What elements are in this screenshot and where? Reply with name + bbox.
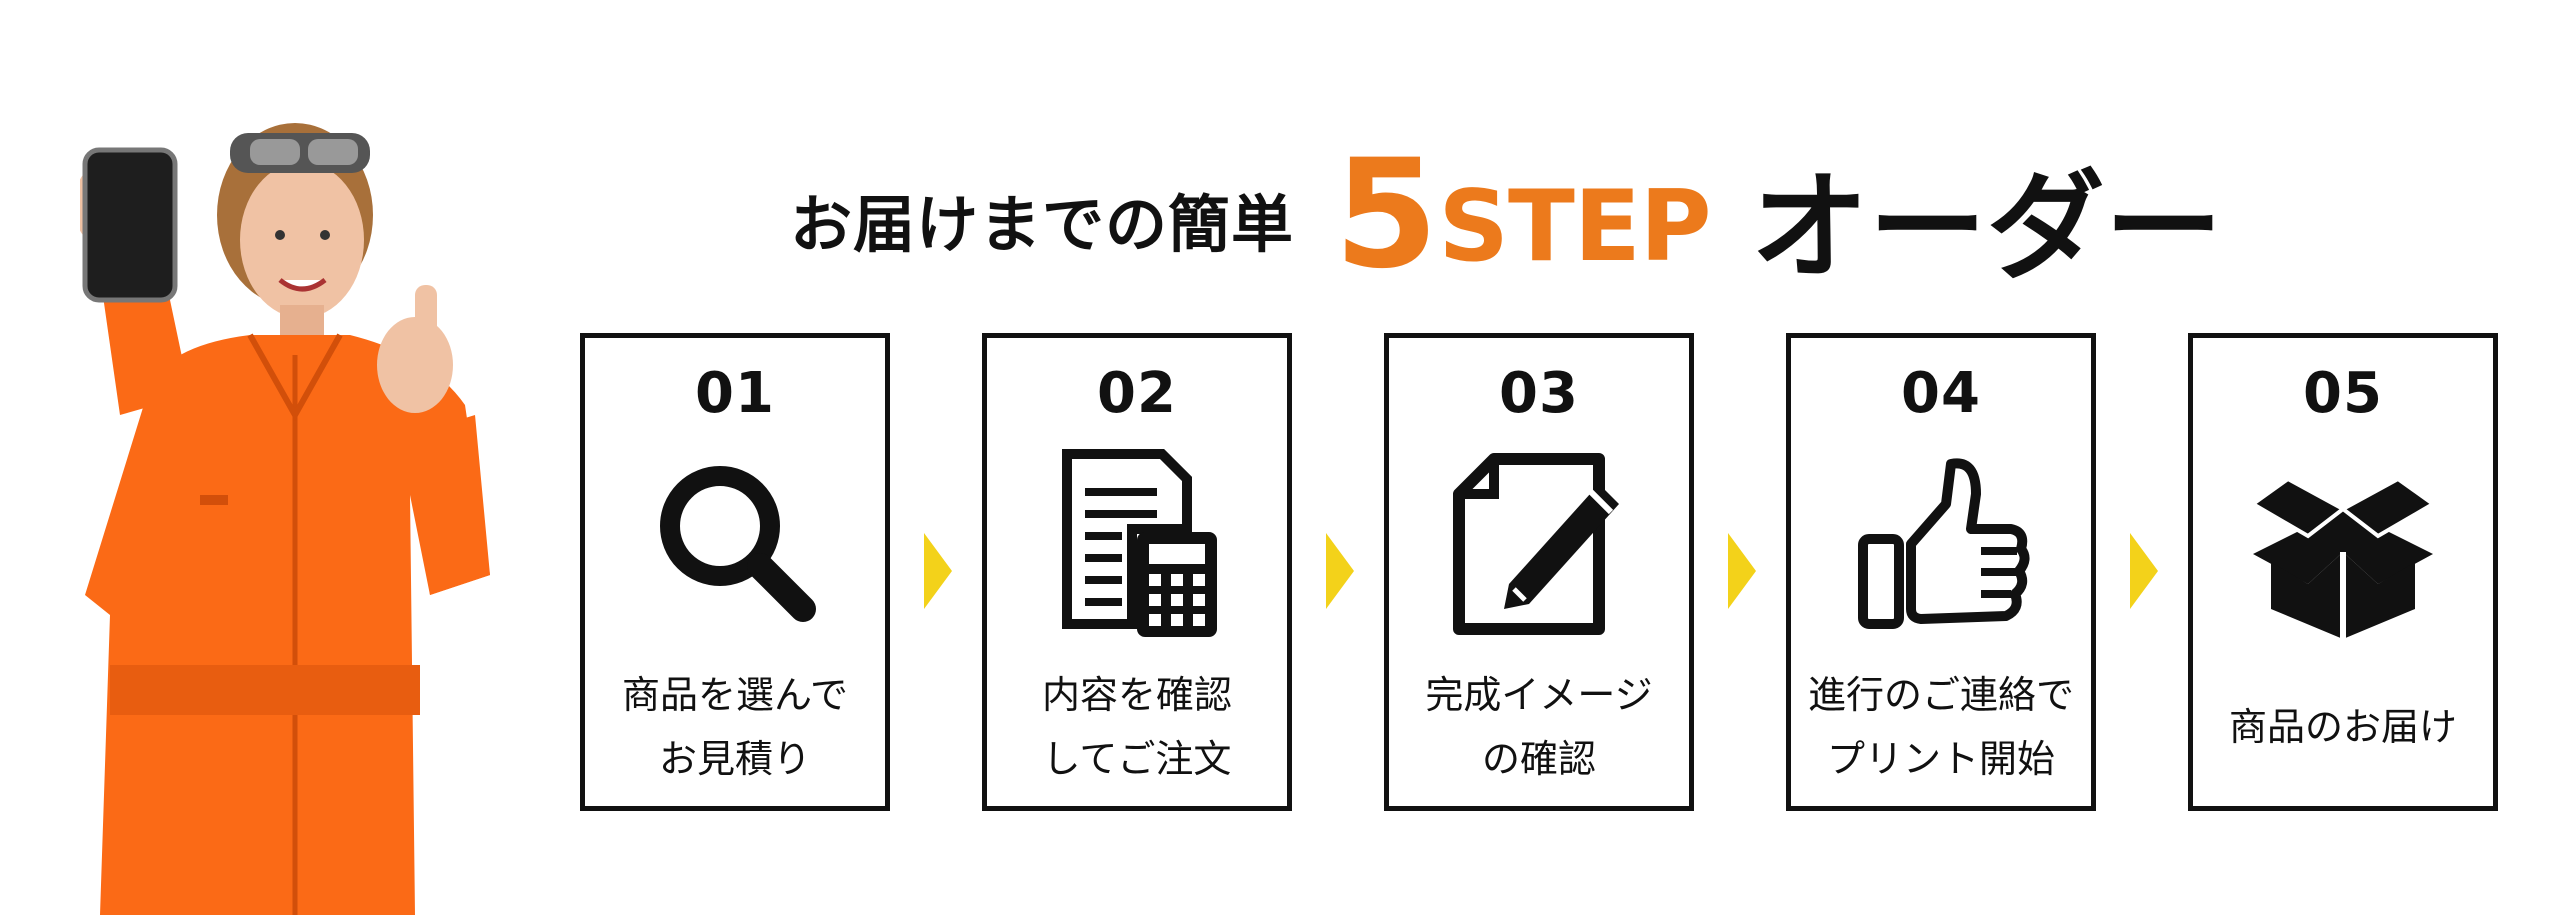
step-label-line: プリント開始 [1826,737,2055,781]
step-label: 完成イメージ の確認 [1425,662,1652,792]
step-label: 内容を確認 してご注文 [1042,662,1232,792]
open-box-icon [2243,444,2443,644]
step-number: 03 [1499,361,1579,426]
quote-calculator-icon [1037,444,1237,644]
step-label-line: 進行のご連絡で [1807,673,2074,717]
step-card-03: 03 完成イメージ の確認 [1384,333,1694,811]
person-illustration [80,55,520,915]
step-number: 01 [695,361,775,426]
step-label: 進行のご連絡で プリント開始 [1808,662,2074,792]
step-label-line: 完成イメージ [1425,673,1653,717]
step-list: 01 商品を選んで お見積り 02 [580,333,2510,817]
step-label-line: の確認 [1481,737,1596,781]
page-title: お届けまでの簡単 5 STEP オーダー [790,120,2290,290]
step-card-01: 01 商品を選んで お見積り [580,333,890,811]
step-card-04: 04 進行のご連絡で プリント開始 [1786,333,2096,811]
step-label: 商品のお届け [2229,662,2457,792]
step-label-line: 内容を確認 [1041,673,1232,717]
chevron-right-icon [1728,533,1756,609]
title-step-word: STEP [1438,170,1711,284]
document-pencil-icon [1439,444,1639,644]
title-suffix: オーダー [1750,158,2223,296]
title-step-number: 5 [1334,128,1439,302]
step-label: 商品を選んで お見積り [622,662,848,792]
step-label-line: してご注文 [1042,737,1232,781]
step-card-02: 02 内容を確認 してご注文 [982,333,1292,811]
step-number: 05 [2303,361,2383,426]
chevron-right-icon [1326,533,1354,609]
chevron-right-icon [2130,533,2158,609]
step-label-line: 商品のお届け [2228,705,2457,749]
chevron-right-icon [924,533,952,609]
thumbs-up-icon [1841,444,2041,644]
search-icon [635,444,835,644]
step-label-line: 商品を選んで [621,673,849,717]
title-prefix: お届けまでの簡単 [790,188,1295,261]
step-number: 02 [1097,361,1177,426]
step-label-line: お見積り [658,737,811,781]
step-number: 04 [1901,361,1981,426]
step-card-05: 05 商品のお届け [2188,333,2498,811]
